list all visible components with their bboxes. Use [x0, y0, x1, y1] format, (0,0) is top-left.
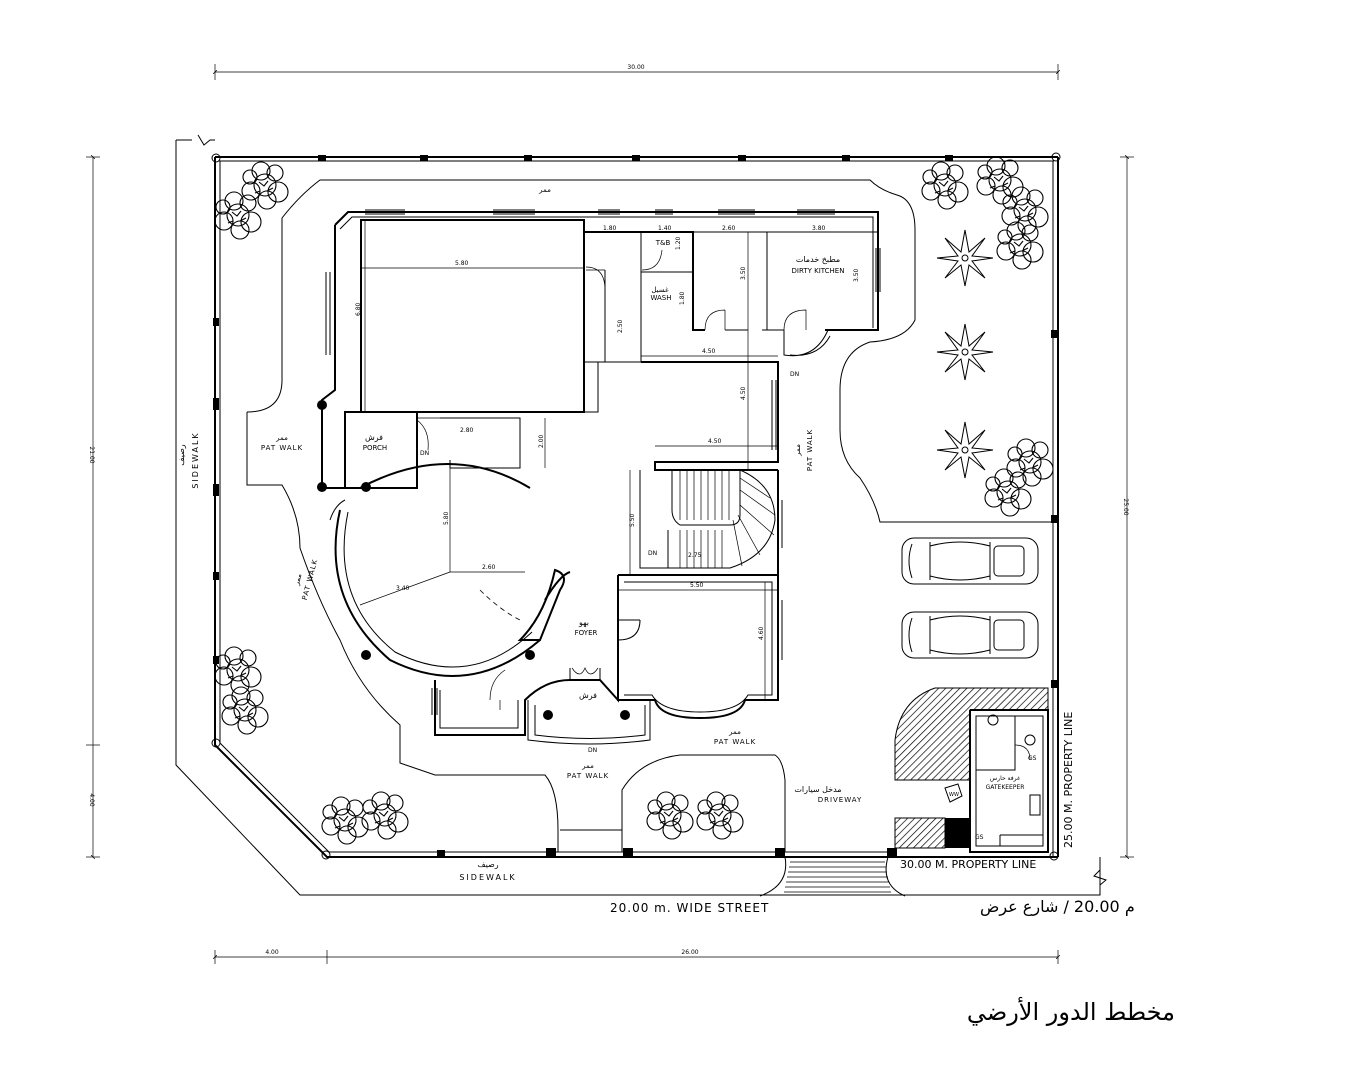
internal-dimensions: 5.80 6.80 1.80 1.40 1.20 2.60 3.80 3.50 … [355, 220, 860, 700]
dim-d20: 5.50 [690, 582, 704, 589]
building [317, 209, 881, 745]
label-patwalk-curve-ar: ممر [292, 573, 303, 588]
label-wash-ar: غسيل [651, 286, 669, 294]
dim-d6: 3.50 [740, 266, 747, 280]
parked-cars [901, 537, 1039, 659]
sidewalk-left-ar: رصيف [177, 444, 186, 465]
label-foyer: FOYER [575, 629, 598, 637]
dim-d1: 1.80 [603, 225, 617, 232]
stair [639, 469, 776, 569]
dim-right: 25.00 [1122, 498, 1129, 515]
dim-bottom-right: 26.00 [681, 949, 698, 956]
dim-top: 30.00 [627, 64, 644, 71]
label-gatekeeper: GATEKEEPER [986, 784, 1025, 791]
dim-d7: 3.50 [853, 268, 860, 282]
dim-bottom-left: 4.00 [265, 949, 279, 956]
label-driveway-ar: مدخل سيارات [794, 785, 841, 794]
label-patwalk-front: PAT WALK [714, 738, 756, 746]
label-porch: PORCH [363, 444, 387, 452]
label-gs-top: GS [1028, 755, 1037, 762]
dim-hall-w: 5.80 [455, 260, 469, 267]
label-wash: WASH [650, 294, 671, 302]
site-boundary [211, 152, 1061, 861]
overall-dimensions: 30.00 4.00 26.00 21.00 4.00 25.00 [86, 64, 1134, 964]
dim-d18: 5.50 [629, 513, 636, 527]
dim-d19: 2.75 [688, 552, 702, 559]
label-dn-front: DN [588, 747, 597, 754]
dim-d12: 4.50 [708, 438, 722, 445]
label-driveway: DRIVEWAY [818, 796, 863, 804]
dim-d4: 2.60 [722, 225, 736, 232]
garden-walk-outline [246, 179, 1052, 897]
label-patwalk-front-ar: ممر [728, 728, 741, 736]
label-passage-top: ممر [538, 186, 551, 194]
label-patwalk-left: PAT WALK [261, 444, 303, 452]
sidewalk-bottom-label: SIDEWALK [459, 873, 516, 882]
label-ww: WW [949, 792, 959, 798]
gatekeeper-block: WW GS GS [894, 687, 1049, 853]
label-patwalk-bottom: PAT WALK [567, 772, 609, 780]
entry-steps [759, 856, 906, 897]
label-dn-stair: DN [648, 550, 657, 557]
label-patwalk-right: PAT WALK [806, 429, 814, 471]
dim-hall-h: 6.80 [355, 302, 362, 316]
dim-left-lower: 4.00 [88, 793, 95, 807]
dim-d15: 5.80 [443, 511, 450, 525]
label-dirty-kitchen-ar: مطبخ خدمات [796, 255, 840, 264]
label-dn-porch: DN [420, 450, 429, 457]
dim-d16: 3.40 [396, 585, 410, 592]
dim-d3: 1.20 [675, 236, 682, 250]
sidewalk-bottom-ar: رصيف [477, 860, 498, 869]
dim-d13: 2.80 [460, 427, 474, 434]
dim-d11: 4.50 [740, 386, 747, 400]
drawing-title: مخطط الدور الأرضي [967, 997, 1175, 1026]
sidewalk-left-label: SIDEWALK [191, 431, 200, 488]
label-patwalk-right-ar: ممر [794, 444, 802, 457]
room-labels: ممر ممر PAT WALK ممر PAT WALK ممر PAT WA… [261, 186, 1025, 804]
dim-d14: 2.00 [538, 434, 545, 448]
label-patwalk-left-ar: ممر [275, 434, 288, 442]
street-label: 20.00 m. WIDE STREET [610, 901, 769, 915]
street-label-ar: م 20.00 / شارع عرض [980, 897, 1135, 917]
sidewalks: رصيف SIDEWALK رصيف SIDEWALK [175, 134, 1108, 896]
dim-d21: 4.60 [758, 626, 765, 640]
label-patwalk-curve: PAT WALK [301, 558, 320, 601]
label-gs-bottom: GS [975, 834, 984, 841]
label-porch2-ar: فرش [579, 691, 597, 700]
dim-d10: 4.50 [702, 348, 716, 355]
label-gatekeeper-ar: غرفة حارس [990, 775, 1020, 782]
dim-d17: 2.60 [482, 564, 496, 571]
dim-d8: 1.80 [679, 291, 686, 305]
label-porch-ar: فرش [365, 433, 383, 442]
palms [936, 229, 994, 479]
dim-d9: 2.50 [617, 319, 624, 333]
label-dirty-kitchen: DIRTY KITCHEN [792, 267, 845, 275]
dim-left-upper: 21.00 [88, 446, 95, 463]
label-foyer-ar: بهو [578, 618, 589, 627]
property-line-right: 25.00 M. PROPERTY LINE [1062, 712, 1075, 848]
label-tb: T&B [655, 239, 671, 247]
label-dn-kitchen: DN [790, 371, 799, 378]
dim-d5: 3.80 [812, 225, 826, 232]
property-line-bottom: 30.00 M. PROPERTY LINE [900, 858, 1036, 871]
dim-d2: 1.40 [658, 225, 672, 232]
label-patwalk-bottom-ar: ممر [581, 762, 594, 770]
